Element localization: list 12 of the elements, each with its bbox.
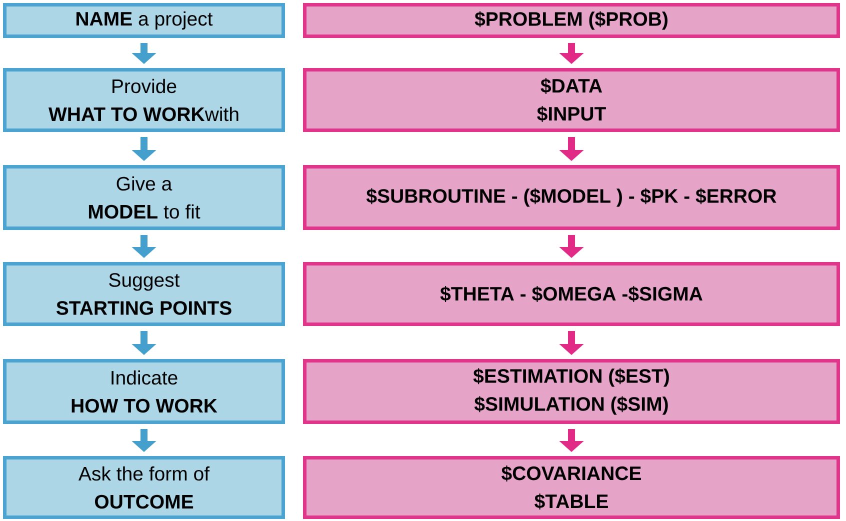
step-box: Provide WHAT TO WORKwith bbox=[3, 68, 285, 132]
step-box: Give a MODEL to fit bbox=[3, 165, 285, 230]
step-box: $SUBROUTINE - ($MODEL ) - $PK - $ERROR bbox=[303, 165, 840, 230]
step-box: Indicate HOW TO WORK bbox=[3, 359, 285, 424]
step-box: Suggest STARTING POINTS bbox=[3, 262, 285, 326]
step-box: $COVARIANCE $TABLE bbox=[303, 456, 840, 519]
step-box: $DATA $INPUT bbox=[303, 68, 840, 132]
step-box: $ESTIMATION ($EST) $SIMULATION ($SIM) bbox=[303, 359, 840, 424]
step-box: $THETA - $OMEGA -$SIGMA bbox=[303, 262, 840, 326]
step-box: NAME a project bbox=[3, 3, 285, 38]
step-box: Ask the form of OUTCOME bbox=[3, 456, 285, 519]
step-box: $PROBLEM ($PROB) bbox=[303, 3, 840, 38]
